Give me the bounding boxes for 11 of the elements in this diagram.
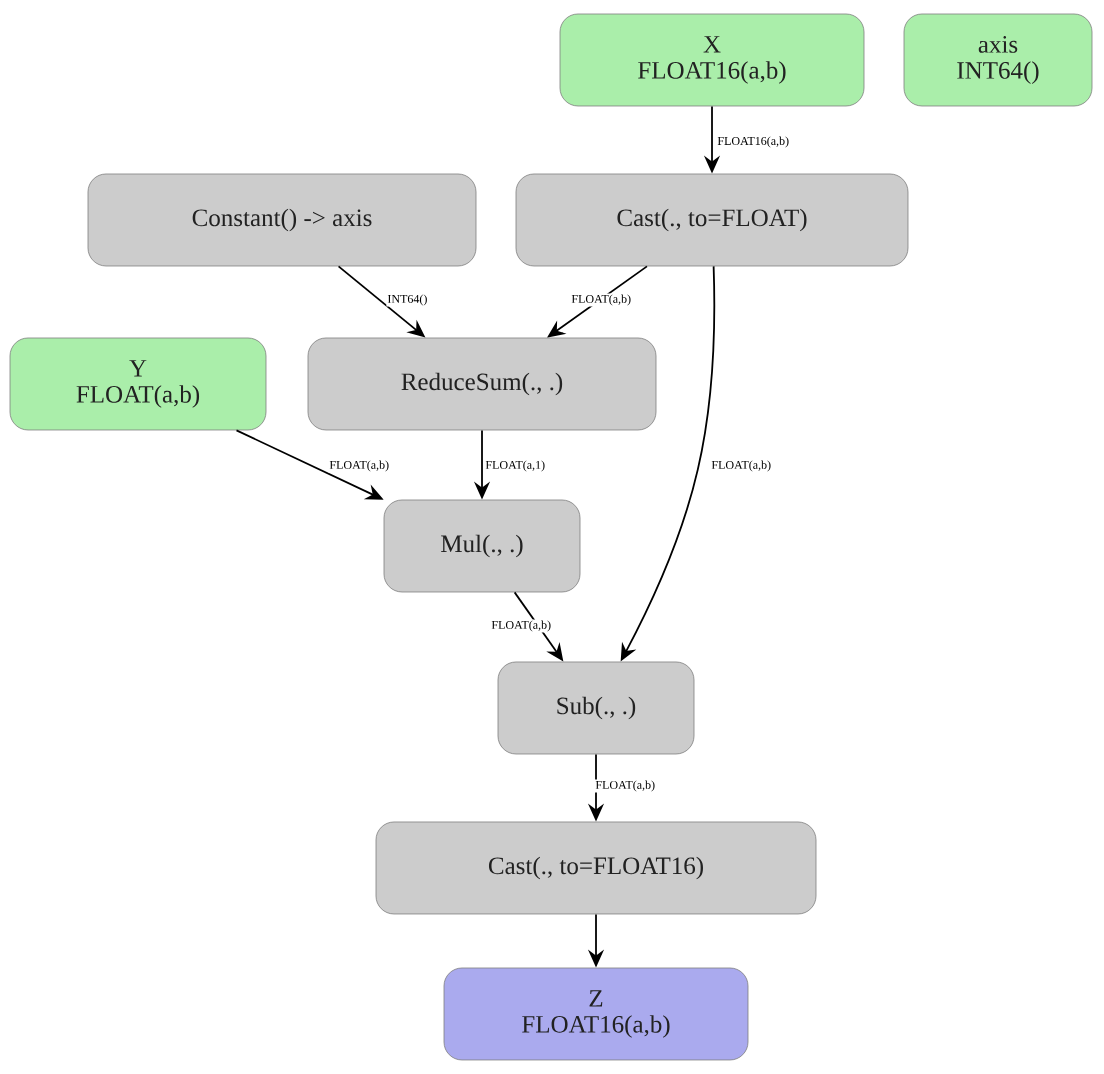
operator-box: Cast(., to=FLOAT) bbox=[515, 173, 909, 267]
arrow bbox=[547, 265, 648, 338]
input-box: X FLOAT16(a,b) bbox=[559, 13, 865, 107]
operator-box: Constant() -> axis bbox=[87, 173, 477, 267]
input-box: axis INT64() bbox=[903, 13, 1093, 107]
operator-box: Mul(., .) bbox=[383, 499, 581, 593]
input-box: Y FLOAT(a,b) bbox=[9, 337, 267, 431]
output-box: Z FLOAT16(a,b) bbox=[443, 967, 749, 1061]
operator-box: Sub(., .) bbox=[497, 661, 695, 755]
operator-box: Cast(., to=FLOAT16) bbox=[375, 821, 817, 915]
operator-box: ReduceSum(., .) bbox=[307, 337, 657, 431]
